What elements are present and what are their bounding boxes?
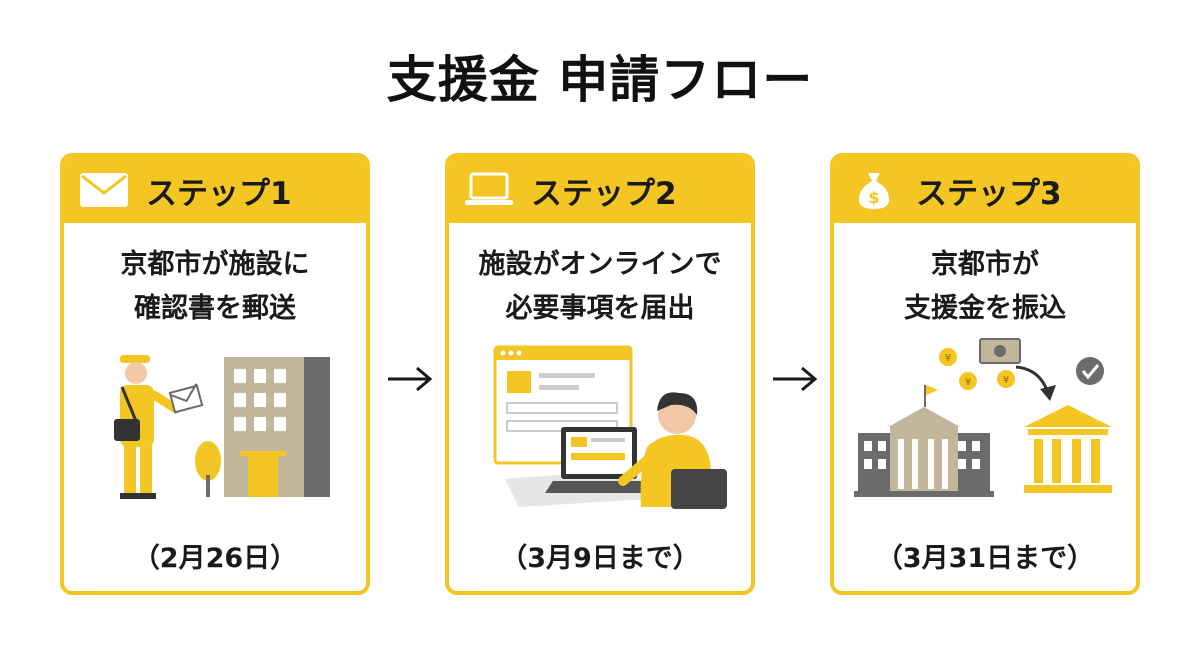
step-1-text-line2: 確認書を郵送 xyxy=(134,293,296,324)
step-1-date: （2月26日） xyxy=(132,543,298,574)
step-2-text-line1: 施設がオンラインで xyxy=(478,249,722,280)
step-1-card: ステップ1 京都市が施設に 確認書を郵送 xyxy=(60,153,370,595)
step-2-card: ステップ2 施設がオンラインで 必要事項を届出 xyxy=(445,153,755,595)
step-2-date: （3月9日まで） xyxy=(500,543,700,574)
step-3-text-line1: 京都市が xyxy=(931,249,1039,280)
step-1-label: ステップ1 xyxy=(146,175,292,212)
money-bag-icon: $ xyxy=(848,170,900,210)
step-2-text-line2: 必要事項を届出 xyxy=(505,293,695,324)
step-2-header: ステップ2 xyxy=(449,157,751,223)
step-1-header: ステップ1 xyxy=(64,157,366,223)
step-3-card: $ ステップ3 京都市が 支援金を振込 xyxy=(830,153,1140,595)
svg-text:$: $ xyxy=(868,188,879,207)
step-3-description: 京都市が 支援金を振込 xyxy=(834,243,1136,331)
step-1-description: 京都市が施設に 確認書を郵送 xyxy=(64,243,366,331)
step-3-text-line2: 支援金を振込 xyxy=(904,293,1066,324)
step-3-header: $ ステップ3 xyxy=(834,157,1136,223)
envelope-icon xyxy=(78,170,130,210)
svg-text:¥: ¥ xyxy=(945,353,951,364)
step-1-text-line1: 京都市が施設に xyxy=(120,249,310,280)
online-form-illustration xyxy=(449,337,751,517)
page-title: 支援金 申請フロー xyxy=(386,51,814,109)
svg-text:¥: ¥ xyxy=(1003,375,1009,386)
step-2-label: ステップ2 xyxy=(531,175,677,212)
step-3-label: ステップ3 xyxy=(916,175,1062,212)
mail-carrier-illustration xyxy=(64,337,366,517)
arrow-right-icon xyxy=(770,364,820,394)
transfer-illustration: ¥ ¥ ¥ xyxy=(834,337,1136,517)
laptop-icon xyxy=(463,170,515,210)
step-2-description: 施設がオンラインで 必要事項を届出 xyxy=(449,243,751,331)
arrow-right-icon xyxy=(385,364,435,394)
step-3-date: （3月31日まで） xyxy=(875,543,1095,574)
svg-text:¥: ¥ xyxy=(965,377,971,388)
